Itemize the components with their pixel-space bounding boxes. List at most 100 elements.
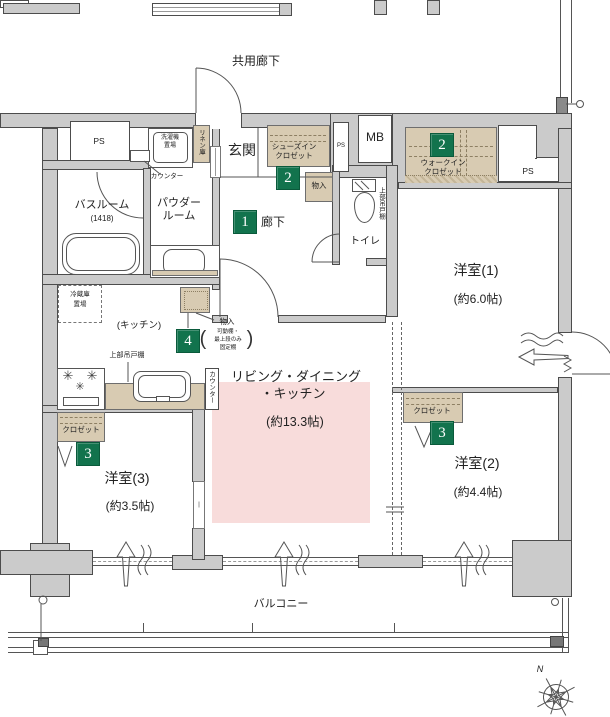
bathtub-inner [66,237,136,271]
badge-hallway: 1 [233,210,257,234]
shoes-closet-label: シューズイン [271,142,317,151]
burner-icon: ✳ [62,368,74,383]
badge-closet-room2: 3 [430,421,454,445]
corridor-rail [560,0,572,103]
toilet-door [311,233,341,263]
vent-arrow-left [517,332,569,366]
bathroom-size-label: (1418) [90,214,114,223]
closet-hatch [270,135,326,136]
toilet-tank [352,179,376,192]
closet-label: クロゼット [62,425,100,434]
linen-closet [193,125,210,163]
ps-label: PS [336,143,346,149]
column [374,0,387,15]
sink-tab [156,396,170,402]
balcony-railing [562,598,563,653]
shoes-closet-label: クロゼット [275,151,313,160]
ldk-door [219,258,279,318]
closet-hatch [466,130,467,176]
window-track [223,561,358,562]
ldk-size-label: (約13.3帖) [266,415,324,429]
compass-rose [537,678,575,716]
window-track [93,561,172,562]
drain-pipes [38,100,584,641]
badge-closet-room3: 3 [76,442,100,466]
upper-shelf-label: 上部吊戸棚 [377,187,385,220]
stair-line [153,11,291,12]
linen-label: リネン庫 [197,129,205,155]
storage-note: 可動棚・ [216,329,240,335]
closet-hatch [184,291,208,310]
closet-hatch [60,423,102,424]
toilet-bowl [354,192,375,223]
washer-label: 洗濯機 [160,135,180,141]
wall-segment [512,540,572,597]
vanity-base [152,270,218,276]
neighbor-structure [3,3,80,14]
counter-label: カウンター [150,173,184,180]
balcony-label: バルコニー [253,598,309,610]
drain [550,636,564,647]
leader-lines [127,160,370,382]
washing-machine [153,132,188,163]
burner-icon: ✳ [86,368,98,383]
storage-note: 固定棚 [219,345,237,351]
railing-joint [252,623,253,633]
stair-line [153,7,291,8]
patch [499,156,535,159]
shoes-in-closet [267,125,330,167]
railing-joint [394,623,395,633]
badge-shoes-closet: 2 [276,166,300,190]
sliding-door-line [215,148,216,176]
closet-hatch [60,417,102,418]
burner-icon: ✳ [75,381,85,393]
fridge-space [58,285,102,323]
balcony-railing [8,652,569,653]
closet-hatch [270,141,326,142]
vent-arrow-up [454,541,490,587]
badge-kitchen-storage: 4 [176,329,200,353]
closet-hatch-strip [405,175,497,183]
bathroom-door [96,171,144,219]
closet-hatch [460,130,461,176]
storage-note: 最上段のみ [214,337,242,343]
vent-arrow-up [274,541,310,587]
sliding-door [193,481,205,529]
entrance-door [195,67,242,114]
railing-joint [143,623,144,633]
pipe-space-small [333,122,349,172]
ldk-label: ・キッチン [260,386,326,401]
hallway-label: 廊下 [260,215,286,229]
balcony-railing [8,637,569,638]
ldk-area [212,382,370,523]
room3-label: 洋室(3) [104,470,150,486]
genkan-label: 玄関 [228,142,256,158]
common-corridor-label: 共用廊下 [231,54,281,68]
storage-label: 物入 [311,181,327,190]
pipe-space-right [498,125,537,159]
kitchen-label: (キッチン) [116,320,162,331]
wall-segment [0,550,93,575]
column [427,0,440,15]
powder-room-label: ルーム [162,210,196,222]
wall-segment [386,165,398,317]
stair-landing [279,3,292,16]
compass-north-label: N [536,664,544,674]
ps-label: PS [522,166,534,176]
entrance-doorway [196,112,241,129]
storage-label: 物入 [219,317,235,326]
partition-ticks [386,506,404,513]
fridge-label: 置場 [73,301,87,308]
movable-partition [401,322,402,555]
badge-walk-in-closet: 2 [430,133,454,157]
vent-arrow-up [116,541,152,587]
powder-room-label: パウダー [157,197,201,209]
washer-label: 置場 [163,143,177,149]
drain [38,638,49,647]
bathroom-label: バスルーム [74,199,130,211]
movable-partition [392,322,393,555]
balcony-railing [8,647,569,648]
ps-label: PS [93,136,105,146]
grill [63,397,99,406]
